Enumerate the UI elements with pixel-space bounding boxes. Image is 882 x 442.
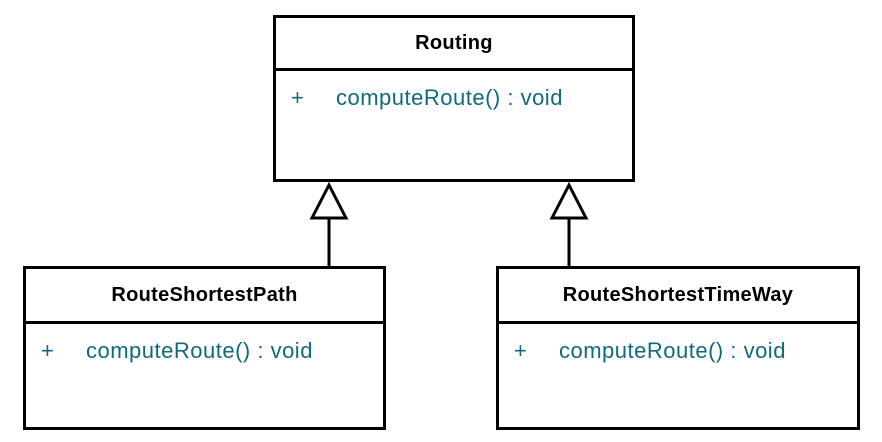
method-signature: computeRoute() : void	[86, 338, 313, 363]
inheritance-triangle-icon	[549, 181, 589, 220]
class-box-route-shortest-path: RouteShortestPath + computeRoute() : voi…	[23, 266, 386, 430]
generalization-arrow-time-way-to-routing	[549, 181, 589, 267]
methods-compartment-route-shortest-time-way: + computeRoute() : void	[499, 324, 857, 364]
visibility-public-symbol: +	[514, 338, 528, 363]
class-name-route-shortest-path: RouteShortestPath	[26, 269, 383, 324]
methods-compartment-route-shortest-path: + computeRoute() : void	[26, 324, 383, 364]
method-signature: computeRoute() : void	[559, 338, 786, 363]
inheritance-triangle-icon	[309, 181, 349, 220]
class-name-routing: Routing	[276, 18, 632, 71]
class-box-route-shortest-time-way: RouteShortestTimeWay + computeRoute() : …	[496, 266, 860, 430]
method-row: + computeRoute() : void	[291, 85, 632, 111]
visibility-public-symbol: +	[41, 338, 55, 363]
class-name-route-shortest-time-way: RouteShortestTimeWay	[499, 269, 857, 324]
generalization-arrow-shortest-path-to-routing	[309, 181, 349, 267]
methods-compartment-routing: + computeRoute() : void	[276, 71, 632, 111]
method-signature: computeRoute() : void	[336, 85, 563, 110]
visibility-public-symbol: +	[291, 85, 305, 110]
method-row: + computeRoute() : void	[514, 338, 857, 364]
class-box-routing: Routing + computeRoute() : void	[273, 15, 635, 182]
method-row: + computeRoute() : void	[41, 338, 383, 364]
